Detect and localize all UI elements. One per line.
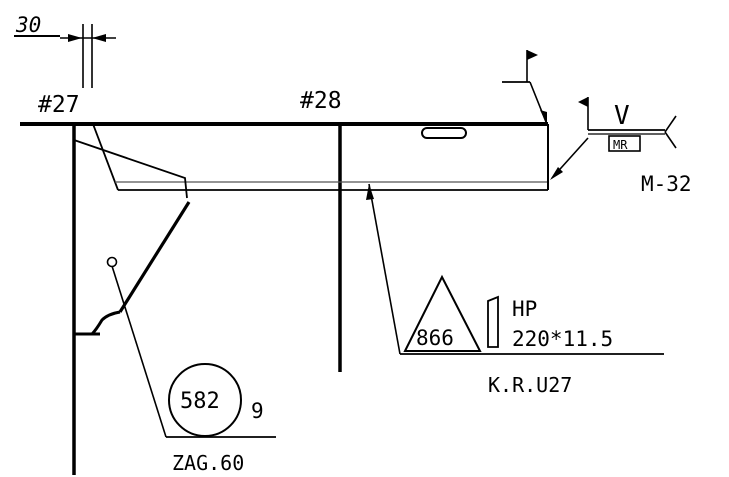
weld-symbol-top — [502, 50, 547, 124]
weld-process-box — [608, 135, 641, 152]
profile-size: 220*11.5 — [512, 327, 613, 351]
weld-flag-icon — [578, 97, 588, 107]
girder — [92, 123, 549, 191]
weld-arrow-icon — [550, 167, 563, 180]
profile-type: HP — [512, 297, 537, 321]
bracket — [73, 139, 191, 336]
weld-flag-icon — [527, 50, 538, 60]
dimension-value: 30 — [15, 13, 41, 37]
bracket-free-edge — [118, 201, 191, 313]
girder-end-edge — [92, 123, 119, 191]
dimension-arrow-icon — [68, 34, 82, 42]
bracket-callout: 582 9 ZAG.60 — [111, 265, 276, 475]
bracket-reference: ZAG.60 — [172, 451, 244, 475]
part-number-triangle — [403, 274, 482, 352]
weld-arrow-icon — [540, 110, 547, 124]
weld-tail-upper — [664, 115, 677, 133]
weld-spec: M-32 — [641, 172, 692, 196]
profile-reference: K.R.U27 — [488, 373, 572, 397]
weld-tail-lower — [664, 131, 677, 149]
weld-finish-symbol: V — [614, 101, 630, 131]
bracket-leader-line — [111, 265, 167, 438]
dimension-30: 30 — [14, 13, 116, 88]
profile-section-icon — [487, 295, 499, 348]
frame-label-27: #27 — [38, 92, 80, 118]
frame-label-28: #28 — [300, 88, 342, 114]
profile-callout: 866 HP 220*11.5 K.R.U27 — [366, 183, 664, 397]
profile-part-number: 866 — [416, 326, 454, 350]
weld-process: MR — [613, 138, 628, 152]
part-number-circle — [168, 363, 242, 437]
bracket-hole — [106, 256, 118, 268]
bracket-part-number: 582 — [180, 389, 220, 414]
profile-leader-line — [368, 183, 401, 355]
bracket-quantity: 9 — [251, 399, 264, 423]
slot-cutout — [421, 127, 467, 139]
bracket-top-edge — [73, 139, 188, 199]
weld-symbol-right: V MR M-32 — [550, 97, 692, 196]
bracket-scallop — [90, 310, 121, 336]
dimension-arrow-icon — [92, 34, 106, 42]
profile-arrow-icon — [366, 184, 374, 200]
